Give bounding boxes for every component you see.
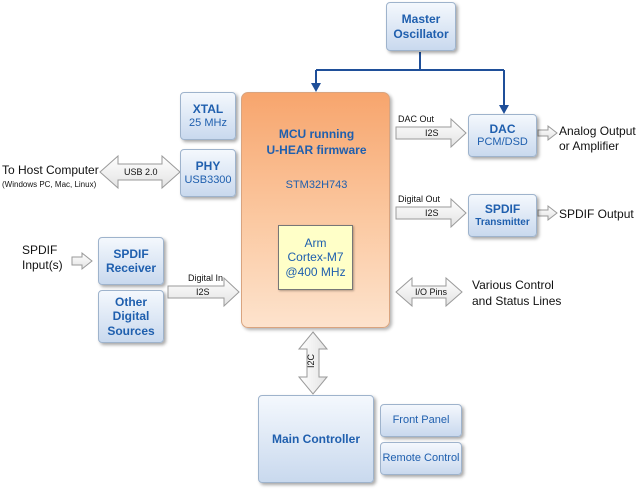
arm-line-2: Cortex-M7 [287, 250, 344, 265]
i2c-arrow [297, 331, 329, 395]
dac-out-label: DAC Out [398, 114, 435, 124]
spdif-input-line-2: Input(s) [22, 258, 63, 272]
other-digital-sources-block: Other Digital Sources [98, 290, 164, 343]
spdif-rx-line-2: Receiver [105, 261, 157, 275]
dac-block: DAC PCM/DSD [468, 114, 537, 157]
arm-line-1: Arm [304, 235, 327, 250]
spdif-input-line-1: SPDIF [22, 243, 58, 257]
various-control-line-1: Various Control [472, 278, 554, 292]
digital-in-i2s-label: I2S [196, 287, 210, 297]
spdif-input-arrow [71, 251, 93, 271]
dac-format: PCM/DSD [477, 136, 528, 149]
mcu-title-line-1: MCU running [278, 127, 355, 141]
spdif-output-arrow [537, 204, 558, 222]
usb-label: USB 2.0 [124, 167, 158, 177]
analog-output-arrow [537, 124, 558, 142]
dac-title: DAC [489, 121, 516, 136]
spdif-transmitter-block: SPDIF Transmitter [468, 194, 537, 237]
main-controller-block: Main Controller [258, 395, 374, 483]
various-control-line-2: and Status Lines [472, 294, 562, 308]
arm-line-3: @400 MHz [285, 264, 346, 279]
spdif-output-label: SPDIF Output [559, 207, 634, 221]
spdif-receiver-block: SPDIF Receiver [98, 237, 164, 285]
spdif-tx-line-2: Transmitter [475, 216, 530, 228]
spdif-tx-i2s-arrow [395, 197, 467, 229]
other-digital-line-2: Digital [112, 309, 150, 324]
front-panel-label: Front Panel [392, 413, 450, 426]
phy-title: PHY [195, 159, 221, 174]
mcu-title-line-2: U-HEAR firmware [266, 143, 367, 157]
spdif-rx-line-1: SPDIF [113, 246, 149, 261]
front-panel-block: Front Panel [380, 404, 462, 437]
phy-block: PHY USB3300 [180, 149, 236, 197]
remote-control-block: Remote Control [380, 442, 462, 475]
io-pins-label: I/O Pins [415, 287, 448, 297]
arm-core-block: Arm Cortex-M7 @400 MHz [278, 225, 353, 290]
dac-i2s-arrow [395, 117, 467, 149]
spdif-i2s-label: I2S [425, 208, 439, 218]
master-oscillator-block: Master Oscillator [386, 2, 456, 51]
to-host-label: To Host Computer [2, 163, 99, 177]
digital-out-label: Digital Out [398, 194, 441, 204]
phy-part: USB3300 [184, 173, 232, 186]
xtal-frequency: 25 MHz [189, 116, 227, 129]
analog-output-line-2: or Amplifier [559, 139, 620, 153]
master-oscillator-line-1: Master [401, 12, 441, 27]
clock-lines [311, 52, 509, 114]
mcu-chip: STM32H743 [285, 179, 348, 191]
xtal-title: XTAL [192, 102, 224, 117]
dac-i2s-label: I2S [425, 128, 439, 138]
main-controller-label: Main Controller [271, 431, 360, 446]
spdif-tx-line-1: SPDIF [484, 202, 521, 217]
io-pins-arrow [395, 276, 463, 308]
master-oscillator-line-2: Oscillator [393, 26, 449, 41]
xtal-block: XTAL 25 MHz [180, 92, 236, 140]
i2c-label: I2C [306, 353, 317, 369]
other-digital-line-3: Sources [107, 323, 155, 338]
host-os-label: (Windows PC, Mac, Linux) [2, 180, 97, 189]
digital-in-arrow [167, 276, 240, 308]
mcu-block: MCU running U-HEAR firmware STM32H743 [241, 92, 390, 328]
remote-control-label: Remote Control [382, 451, 460, 464]
digital-in-label: Digital In [188, 273, 224, 283]
analog-output-line-1: Analog Output [559, 124, 636, 138]
other-digital-line-1: Other [114, 294, 147, 309]
